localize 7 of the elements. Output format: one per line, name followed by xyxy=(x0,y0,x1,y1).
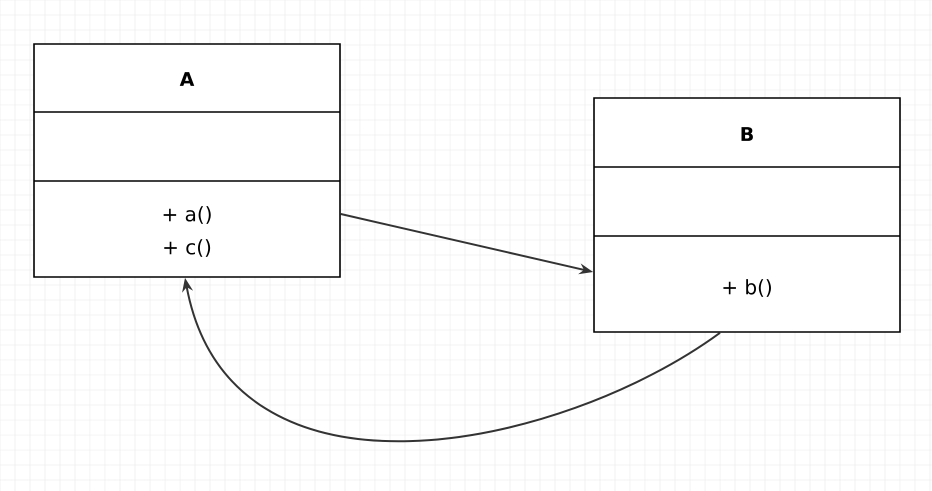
method-text: + c() xyxy=(164,239,210,257)
class-name: B xyxy=(742,127,753,141)
class-box xyxy=(33,43,341,278)
class-box xyxy=(593,97,901,333)
class-name: A xyxy=(180,72,194,86)
method-text: + b() xyxy=(723,279,771,297)
method-text: + a() xyxy=(164,206,211,224)
